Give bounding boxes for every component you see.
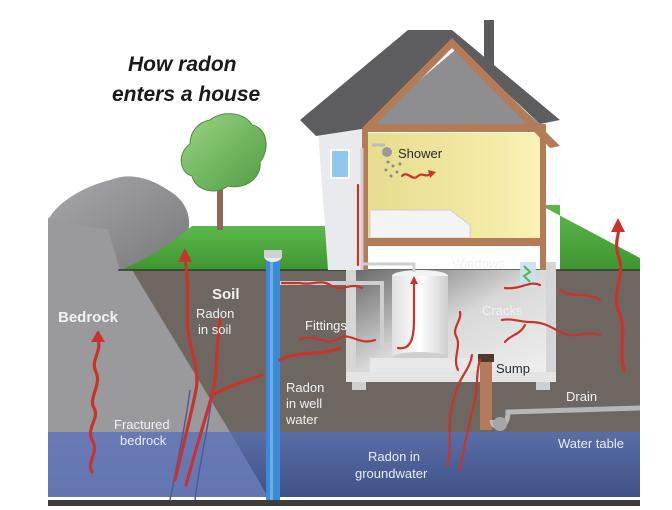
title-line-1: How radon [128,53,237,76]
radon-arrow-cracks-2 [503,323,527,344]
label-radon-in-groundwater-2: groundwater [355,466,428,481]
grass-right [540,205,640,270]
shower-head-icon [382,147,392,157]
basement-wall-left [346,270,356,382]
groundwater-bedrock-zone [48,432,268,497]
tree-canopy [180,113,267,192]
well-cap-body [264,250,282,258]
tree [180,113,267,230]
house [300,20,560,273]
radon-arrow-right-branch [558,288,602,302]
tree-trunk [217,180,223,230]
radon-arrow-fittings-lower [298,335,377,343]
bathtub [369,209,471,239]
basement-floor [346,372,556,382]
label-radon-in-groundwater-1: Radon in [368,449,420,464]
side-window [330,149,350,179]
radon-arrow-to-well [210,373,264,397]
label-drain: Drain [566,389,597,404]
bedrock-hill [48,176,190,270]
title-line-2: enters a house [112,83,261,106]
radon-arrow-fittings-upper [280,281,364,290]
roof [300,30,560,136]
label-fractured-bedrock-1: Fractured [114,417,170,432]
well-supply-pipe [280,281,392,347]
roof-trim [362,38,560,148]
ground-shadow [48,500,640,506]
radon-arrows [88,218,626,501]
fracture-line [169,389,191,501]
label-windows: Windows [452,256,505,271]
label-radon-in-well-water-1: Radon [286,380,324,395]
bedrock-layer [48,218,230,432]
label-sump: Sump [496,361,530,376]
sump-pit [480,360,492,430]
labels: How radon enters a house Bedrock Soil Ra… [58,53,624,481]
sump-cap [478,354,494,362]
well-pipe-highlight [270,258,273,500]
radon-arrow-window [503,282,542,290]
label-shower: Shower [398,146,443,161]
label-radon-in-soil-2: in soil [198,322,231,337]
radon-arrow-bedrock [88,338,101,474]
water-tank [392,276,448,358]
window-crack-icon [522,265,532,283]
tank-base [370,358,470,372]
radon-arrow-right-soil [614,226,626,372]
chimney [484,20,494,70]
radon-arrow-shower [400,172,432,179]
radon-arrow-cracks-1 [500,318,602,337]
footing-left [352,382,366,390]
house-frame-right [540,128,546,273]
footing-right [536,382,550,390]
house-frame-left [362,128,368,273]
house-frame-floor [362,238,546,246]
radon-arrow-groundwater-1 [446,353,474,467]
label-fractured-bedrock-2: bedrock [120,433,167,448]
radon-arrow-fractured [173,258,199,482]
radon-arrow-bedrock-head [91,330,105,342]
attic [368,50,540,124]
label-bedrock: Bedrock [58,309,119,326]
label-cracks: Cracks [482,303,523,318]
tank-outlet-pipe [360,258,416,272]
radon-arrow-soil-to-house [278,346,342,362]
label-radon-in-well-water-3: water [285,412,318,427]
label-radon-in-well-water-2: in well [286,396,322,411]
drain-elbow [493,417,507,431]
radon-arrow-shower-head [428,170,436,178]
label-radon-in-soil-1: Radon [196,306,234,321]
label-soil: Soil [212,286,240,303]
radon-arrow-in-tank [396,280,416,350]
radon-arrow-groundwater-2 [458,358,482,472]
basement-wall-right [546,262,556,382]
house-frame-ceiling [362,124,546,132]
radon-arrow-fractured-head [178,248,192,262]
label-fittings: Fittings [305,318,347,333]
label-water-table: Water table [558,436,624,451]
radon-arrow-in-tank-head [410,276,418,284]
well [264,250,282,500]
radon-arrow-floor [454,310,462,372]
shower-droplets [384,160,402,178]
radon-arrow-right-soil-head [611,218,625,232]
fracture-line [194,394,213,501]
